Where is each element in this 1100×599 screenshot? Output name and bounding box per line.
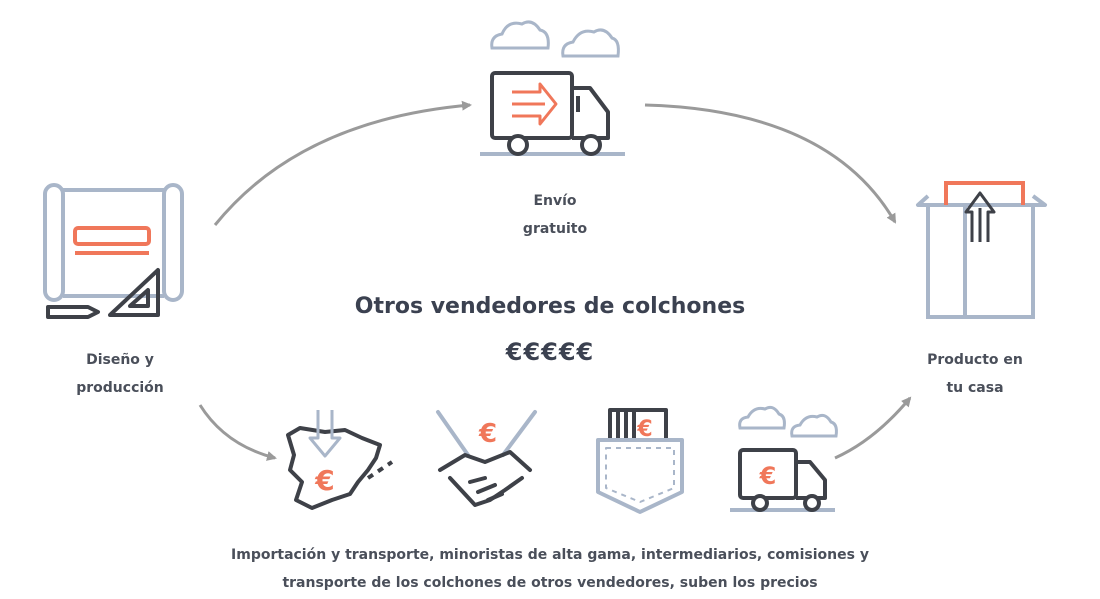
- cloud-icon: [790, 413, 838, 438]
- mattress-icon: [944, 181, 1025, 205]
- euro-icon: €: [759, 462, 777, 490]
- euro-icon: €: [636, 417, 652, 442]
- delivery-truck-icon: [480, 71, 625, 156]
- mattress-plan-icon: [73, 226, 151, 255]
- node-label-home: Producto en tu casa: [895, 346, 1055, 402]
- blueprint-icon: [43, 183, 184, 319]
- node-label-shipping: Envío gratuito: [475, 187, 635, 243]
- arrow-up-icon: [964, 191, 996, 242]
- caption-line: transporte de los colchones de otros ven…: [282, 575, 818, 591]
- delivery-truck-icon: [730, 448, 835, 512]
- caption-line: Importación y transporte, minoristas de …: [231, 547, 869, 563]
- node-label-line: producción: [76, 380, 164, 396]
- center-title: Otros vendedores de colchones: [354, 294, 746, 319]
- cloud-icon: [490, 20, 550, 50]
- handshake-icon: [436, 410, 537, 507]
- arrow-retail-to-home: [834, 396, 912, 460]
- node-label-line: Envío: [533, 193, 577, 209]
- cloud-icon: [738, 405, 786, 430]
- caption: Importación y transporte, minoristas de …: [150, 541, 950, 597]
- box-icon: [916, 181, 1047, 319]
- arrow-design-to-import: [198, 404, 277, 461]
- arrow-right-icon: [512, 82, 558, 126]
- pencil-icon: [46, 305, 100, 319]
- price-indicator: €€€€€: [505, 338, 595, 366]
- arrow-down-icon: [308, 410, 342, 458]
- node-label-line: Producto en: [927, 352, 1023, 368]
- wallet-icon: [596, 408, 684, 514]
- arrow-shipping-to-home: [644, 103, 897, 224]
- node-label-line: Diseño y: [86, 352, 154, 368]
- node-label-line: gratuito: [522, 221, 588, 237]
- set-square-icon: [108, 268, 160, 317]
- node-label-design: Diseño y producción: [40, 346, 200, 402]
- node-label-line: tu casa: [946, 380, 1004, 396]
- spain-map-icon: [286, 410, 394, 510]
- arrow-design-to-shipping: [213, 100, 472, 226]
- euro-icon: €: [314, 464, 334, 497]
- cloud-icon: [561, 28, 620, 58]
- euro-icon: €: [478, 419, 497, 449]
